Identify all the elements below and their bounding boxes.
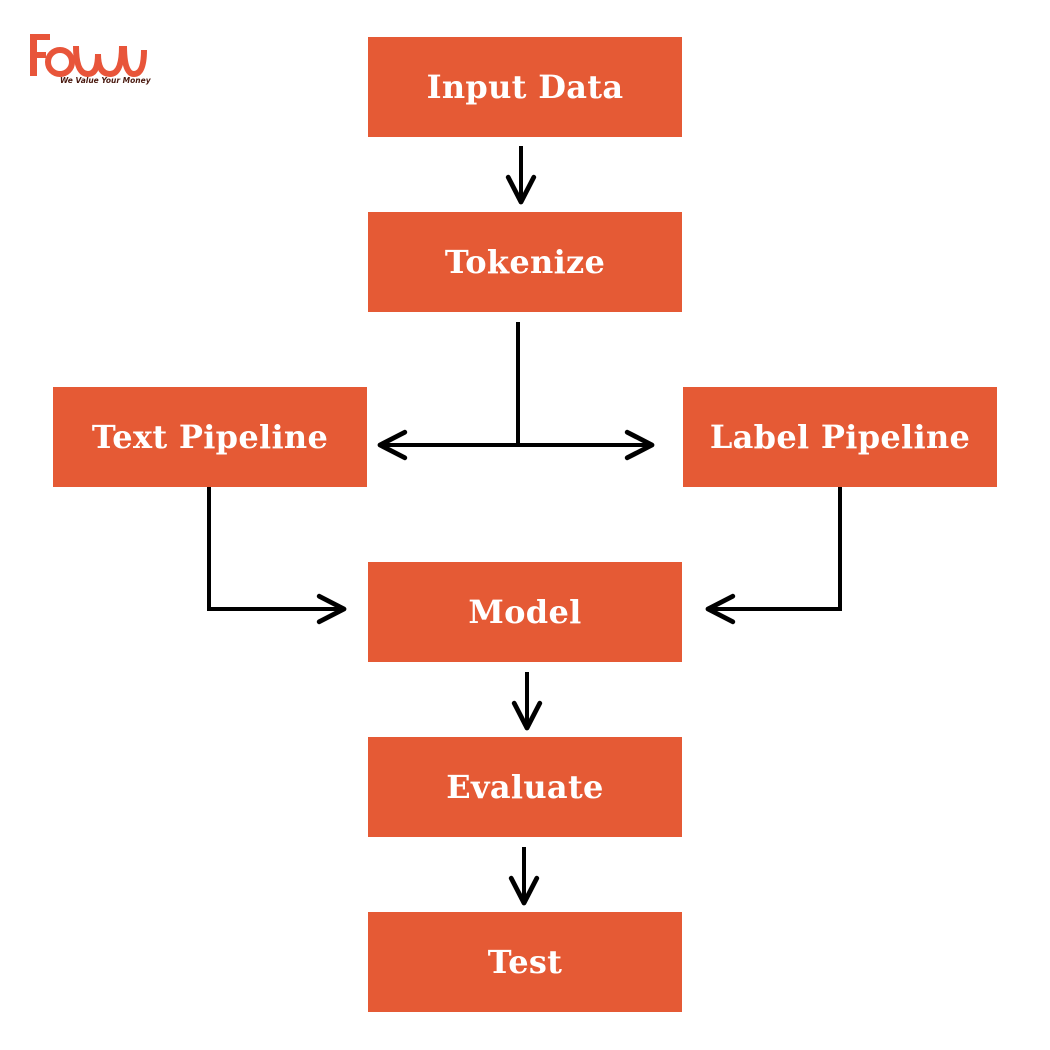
arrow-label-pipeline-to-model (705, 487, 842, 625)
logo-mark (30, 34, 147, 78)
node-label-pipeline: Label Pipeline (683, 387, 997, 487)
node-text-pipeline: Text Pipeline (53, 387, 367, 487)
node-test: Test (368, 912, 682, 1012)
arrow-text-pipeline-to-model (207, 487, 347, 625)
node-evaluate: Evaluate (368, 737, 682, 837)
node-tokenize: Tokenize (368, 212, 682, 312)
node-input-data: Input Data (368, 37, 682, 137)
logo-tagline: We Value Your Money (60, 76, 151, 85)
node-model: Model (368, 562, 682, 662)
